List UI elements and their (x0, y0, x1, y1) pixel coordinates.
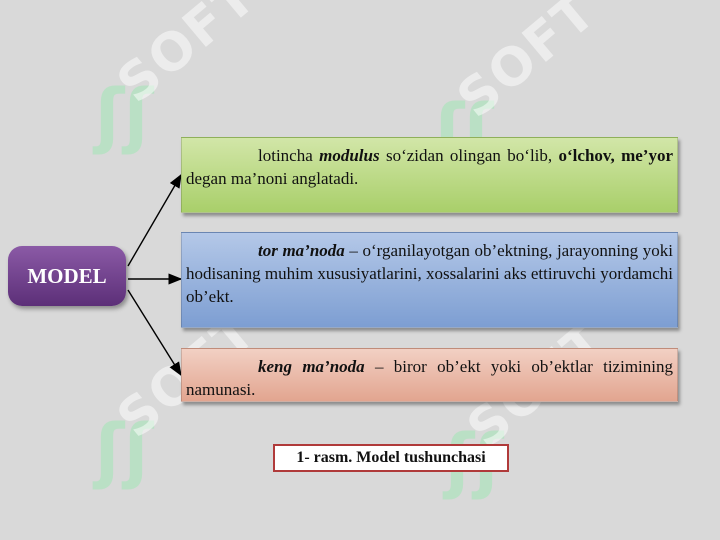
box1-meaning: o‘lchov, me’yor (558, 146, 673, 165)
box1-term: modulus (319, 146, 380, 165)
box1-text-1: lotincha (258, 146, 320, 165)
box2-term: tor ma’noda (258, 241, 345, 260)
model-node: MODEL (8, 246, 126, 306)
box3-term: keng ma’noda (258, 357, 365, 376)
definition-box-broad: keng ma’noda – biror ob’ekt yoki ob’ektl… (181, 348, 678, 402)
figure-caption: 1- rasm. Model tushunchasi (273, 444, 509, 472)
model-label: MODEL (27, 263, 107, 288)
box1-text-2: so‘zidan olingan bo‘lib, (379, 146, 559, 165)
arrow-to-first-box (127, 173, 182, 267)
definition-box-etymology: lotincha modulus so‘zidan olingan bo‘lib… (181, 137, 678, 213)
box3-text: – biror ob’ekt yoki ob’ektlar tizimining… (186, 357, 673, 399)
box1-text-3: degan ma’noni anglatadi. (186, 169, 359, 188)
box2-text: – o‘rganilayotgan ob’ektning, jarayonnin… (186, 241, 673, 306)
caption-text: 1- rasm. Model tushunchasi (296, 449, 486, 466)
definition-box-narrow: tor ma’noda – o‘rganilayotgan ob’ektning… (181, 232, 678, 328)
arrow-to-third-box (127, 289, 182, 377)
